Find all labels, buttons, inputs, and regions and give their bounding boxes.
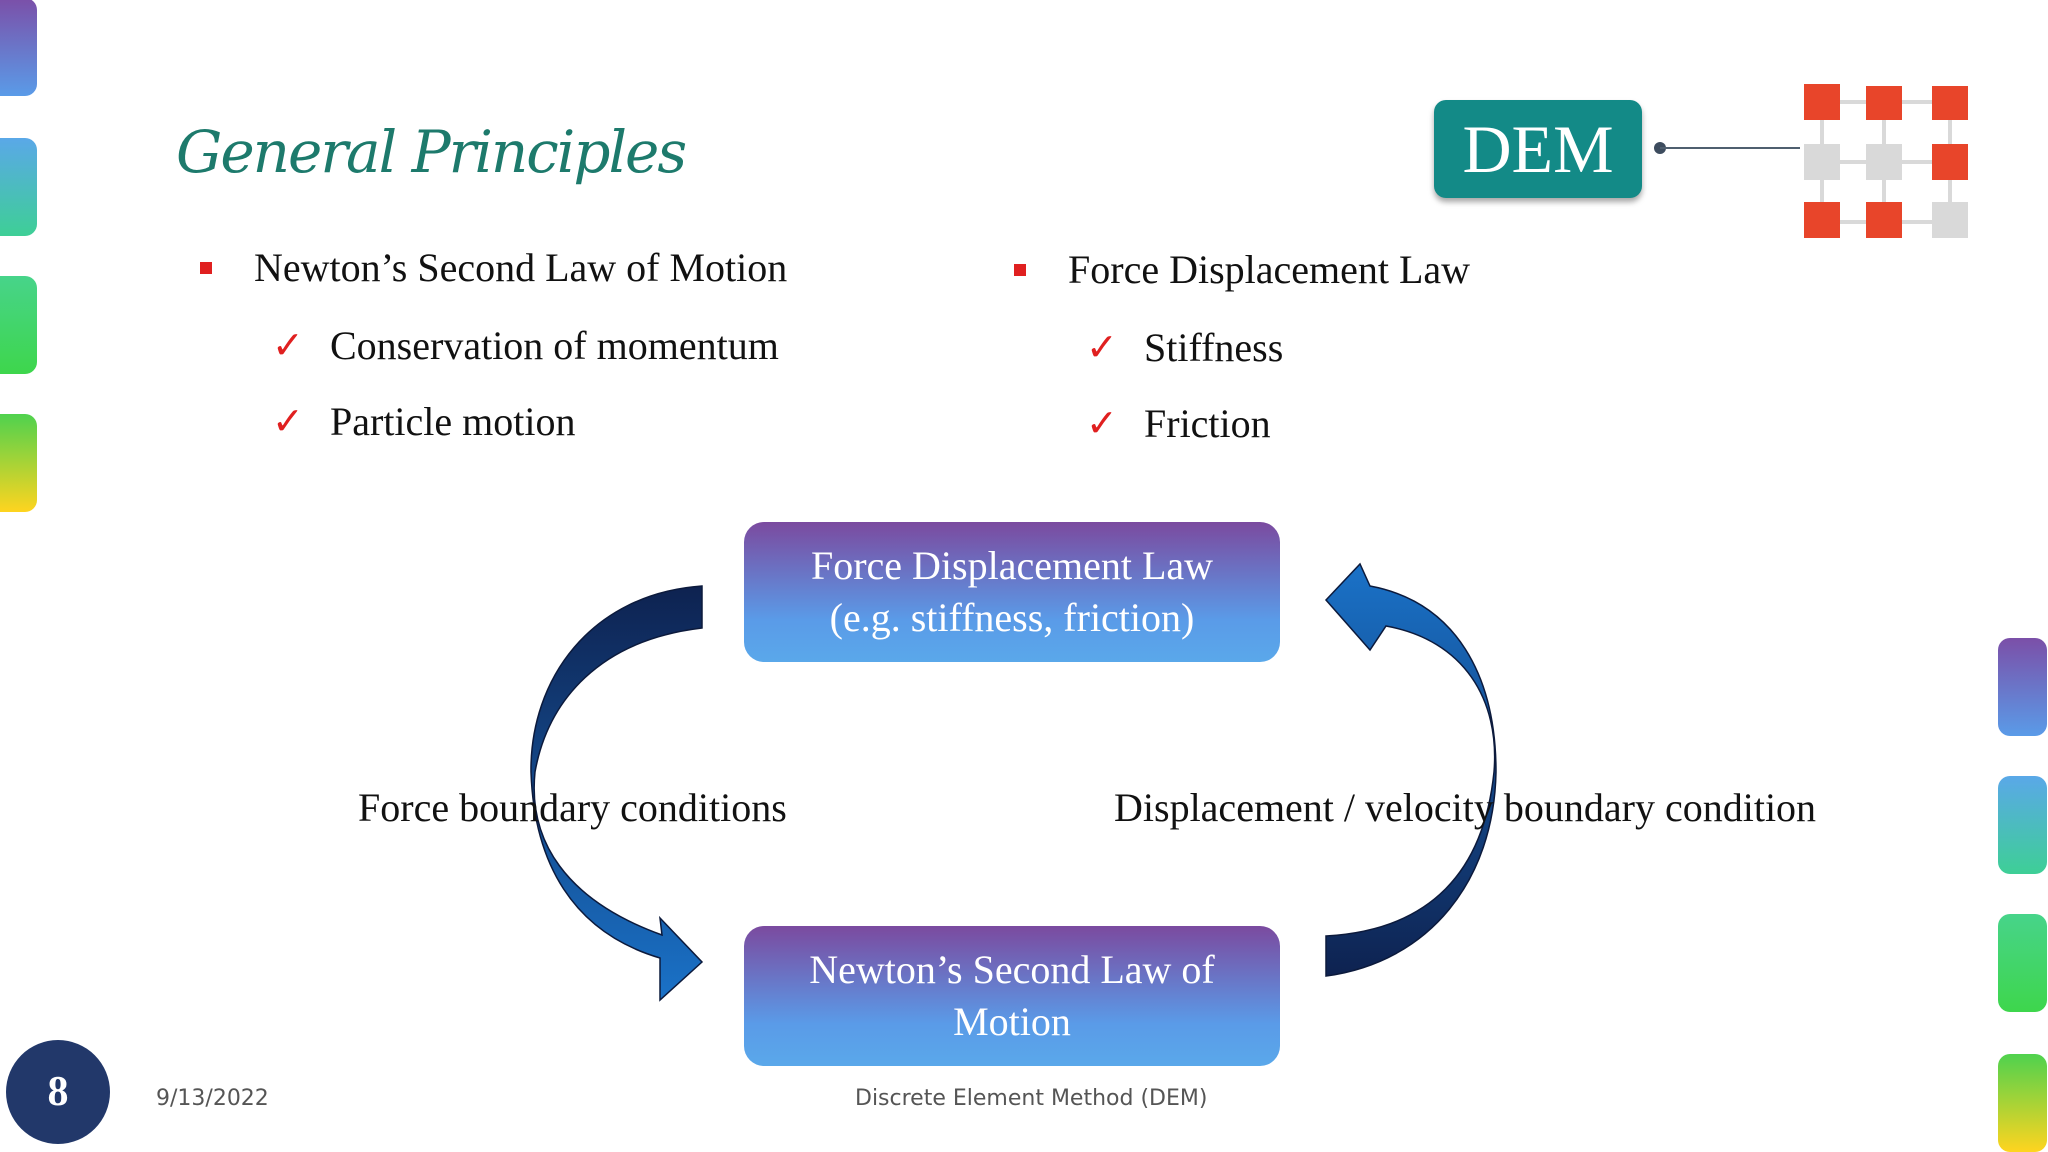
force-boundary-label: Force boundary conditions — [358, 785, 787, 830]
newton-law-box: Newton’s Second Law of Motion — [744, 926, 1280, 1066]
displacement-boundary-label: Displacement / velocity boundary conditi… — [1114, 785, 1817, 830]
edge-tab-blue — [1998, 776, 2047, 874]
edge-tab-purple — [0, 0, 37, 96]
checkmark-icon: ✓ — [272, 323, 304, 367]
slide-title: General Principles — [176, 118, 687, 186]
left-item: Conservation of momentum — [330, 323, 779, 368]
force-displacement-box: Force Displacement Law (e.g. stiffness, … — [744, 522, 1280, 662]
checkmark-icon: ✓ — [272, 399, 304, 443]
edge-tab-blue — [0, 138, 37, 236]
checkmark-icon: ✓ — [1086, 401, 1118, 445]
box-line: (e.g. stiffness, friction) — [829, 595, 1195, 640]
bullet-square-icon — [200, 262, 212, 274]
edge-tab-purple — [1998, 638, 2047, 736]
edge-tab-yellow — [0, 414, 37, 512]
page-number-badge: 8 — [6, 1040, 110, 1144]
edge-tab-green — [1998, 914, 2047, 1012]
slide-date: 9/13/2022 — [156, 1086, 269, 1111]
left-heading: Newton’s Second Law of Motion — [254, 245, 788, 290]
right-curved-arrow — [1324, 562, 1497, 977]
box-line: Motion — [953, 999, 1071, 1044]
left-curved-arrow — [530, 585, 704, 1002]
connector-line — [1660, 147, 1800, 149]
checkmark-icon: ✓ — [1086, 325, 1118, 369]
footer-text: Discrete Element Method (DEM) — [855, 1086, 1208, 1111]
left-item: Particle motion — [330, 399, 576, 444]
box-line: Newton’s Second Law of — [809, 947, 1215, 992]
box-line: Force Displacement Law — [810, 543, 1214, 588]
particle-grid-icon — [1804, 84, 1968, 238]
edge-tab-yellow — [1998, 1054, 2047, 1152]
right-heading: Force Displacement Law — [1068, 247, 1471, 292]
dem-badge: DEM — [1434, 100, 1642, 198]
edge-tab-green — [0, 276, 37, 374]
right-item: Friction — [1144, 401, 1271, 446]
bullet-square-icon — [1014, 264, 1026, 276]
right-item: Stiffness — [1144, 325, 1284, 370]
